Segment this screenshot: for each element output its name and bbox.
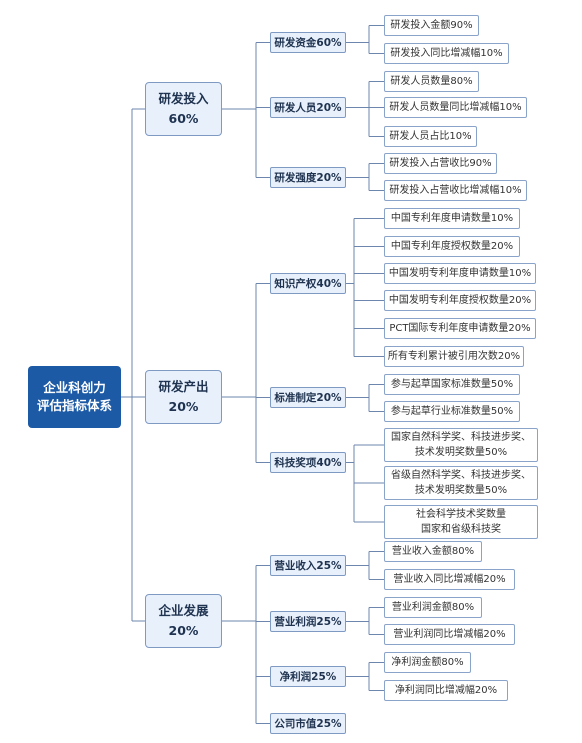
root-node: 企业科创力 评估指标体系 — [28, 366, 121, 428]
leaf-indicator: 社会科学技术奖数量 国家和省级科技奖 — [384, 505, 538, 539]
leaf-indicator: 所有专利累计被引用次数20% — [384, 346, 524, 367]
leaf-indicator: 中国发明专利年度授权数量20% — [384, 290, 536, 311]
sub-rd-personnel: 研发人员20% — [270, 97, 346, 118]
leaf-indicator: 国家自然科学奖、科技进步奖、 技术发明奖数量50% — [384, 428, 538, 462]
leaf-indicator: 营业利润同比增减幅20% — [384, 624, 515, 645]
leaf-indicator: 研发投入占营收比增减幅10% — [384, 180, 527, 201]
sub-rd-funds: 研发资金60% — [270, 32, 346, 53]
sub-standards: 标准制定20% — [270, 387, 346, 408]
leaf-indicator: 研发投入金额90% — [384, 15, 479, 36]
leaf-indicator: 中国专利年度授权数量20% — [384, 236, 520, 257]
leaf-indicator: 中国专利年度申请数量10% — [384, 208, 520, 229]
sub-tech-awards: 科技奖项40% — [270, 452, 346, 473]
leaf-indicator: 研发人员占比10% — [384, 126, 477, 147]
category-rd-output: 研发产出 20% — [145, 370, 222, 424]
sub-rd-intensity: 研发强度20% — [270, 167, 346, 188]
leaf-indicator: 净利润金额80% — [384, 652, 471, 673]
leaf-indicator: 参与起草国家标准数量50% — [384, 374, 520, 395]
sub-operating-profit: 营业利润25% — [270, 611, 346, 632]
leaf-indicator: 研发人员数量80% — [384, 71, 479, 92]
sub-net-profit: 净利润25% — [270, 666, 346, 687]
leaf-indicator: 营业收入金额80% — [384, 541, 482, 562]
leaf-indicator: PCT国际专利年度申请数量20% — [384, 318, 536, 339]
leaf-indicator: 省级自然科学奖、科技进步奖、 技术发明奖数量50% — [384, 466, 538, 500]
leaf-indicator: 营业利润金额80% — [384, 597, 482, 618]
sub-operating-revenue: 营业收入25% — [270, 555, 346, 576]
sub-market-value: 公司市值25% — [270, 713, 346, 734]
leaf-indicator: 研发投入占营收比90% — [384, 153, 497, 174]
leaf-indicator: 中国发明专利年度申请数量10% — [384, 263, 536, 284]
leaf-indicator: 研发投入同比增减幅10% — [384, 43, 509, 64]
leaf-indicator: 营业收入同比增减幅20% — [384, 569, 515, 590]
leaf-indicator: 参与起草行业标准数量50% — [384, 401, 520, 422]
sub-intellectual-property: 知识产权40% — [270, 273, 346, 294]
leaf-indicator: 净利润同比增减幅20% — [384, 680, 508, 701]
leaf-indicator: 研发人员数量同比增减幅10% — [384, 97, 527, 118]
category-rd-investment: 研发投入 60% — [145, 82, 222, 136]
category-enterprise-development: 企业发展 20% — [145, 594, 222, 648]
